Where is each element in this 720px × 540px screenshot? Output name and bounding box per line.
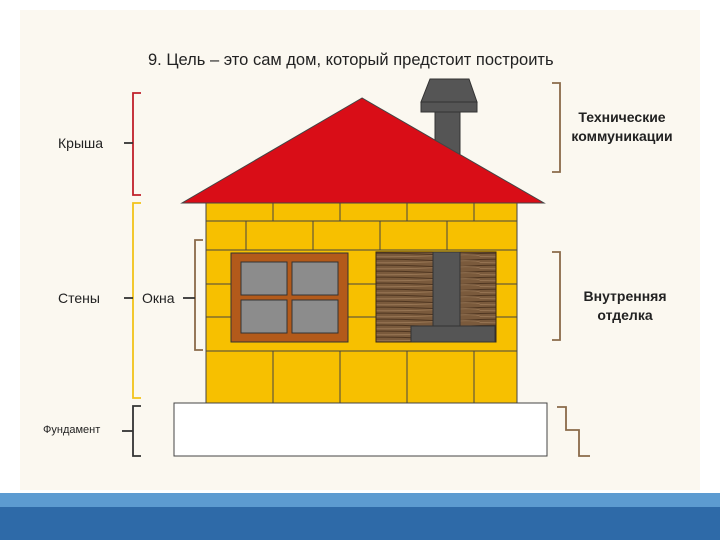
roof-label: Крыша xyxy=(58,135,104,151)
foundation-label: Фундамент xyxy=(43,424,101,436)
walls-label: Стены xyxy=(58,290,100,306)
walls-bracket xyxy=(132,202,141,399)
utilities-label: Технические коммуникации xyxy=(562,108,682,146)
utilities-bracket xyxy=(552,82,561,173)
utilities-label-line1: Технические xyxy=(578,109,666,125)
interior-label-line1: Внутренняя xyxy=(583,288,667,304)
slide-title: 9. Цель – это сам дом, который предстоит… xyxy=(148,51,554,69)
interior-finish-panel xyxy=(375,251,497,343)
bottom-bar-light xyxy=(0,493,720,507)
window xyxy=(230,252,349,343)
roof xyxy=(180,97,546,204)
foundation-bracket xyxy=(132,405,141,457)
utilities-label-line2: коммуникации xyxy=(571,128,673,144)
foundation-block xyxy=(173,402,548,457)
windows-label: Окна xyxy=(142,290,175,306)
label-brackets xyxy=(122,82,590,457)
bottom-bar-dark xyxy=(0,507,720,540)
interior-bracket xyxy=(552,251,561,341)
interior-label: Внутренняя отделка xyxy=(570,287,680,325)
roof-bracket xyxy=(132,92,141,196)
windows-bracket xyxy=(194,239,203,351)
stair-step xyxy=(557,406,590,457)
interior-label-line2: отделка xyxy=(597,307,653,323)
